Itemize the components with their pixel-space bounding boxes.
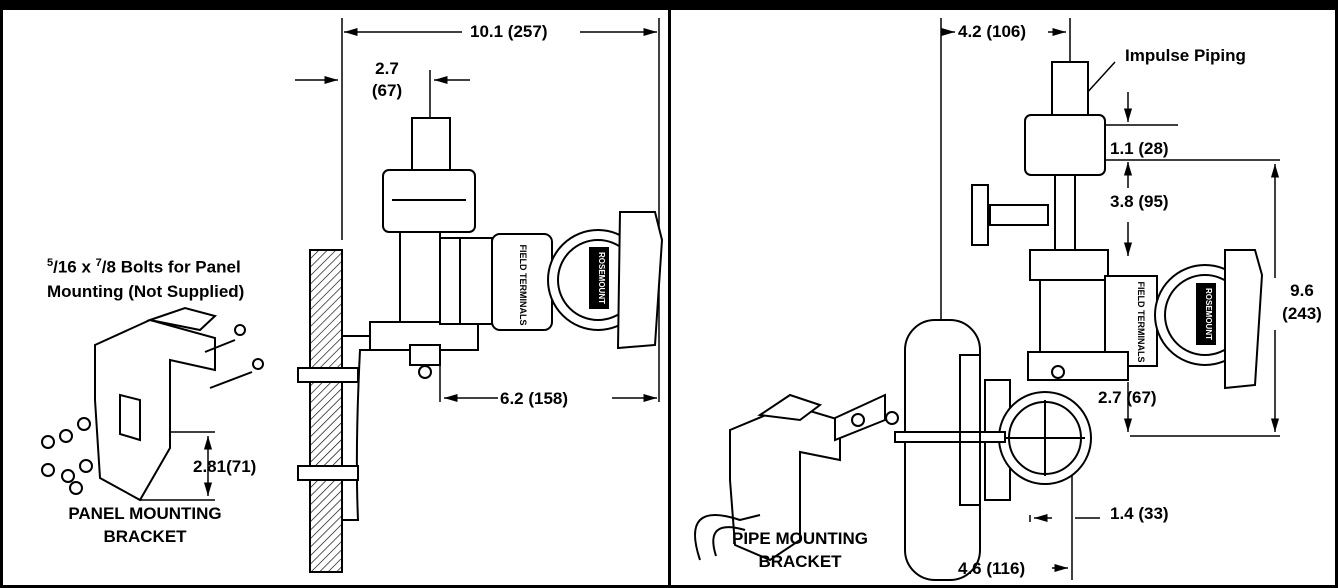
dim-pipe-radius: 1.4 (33)	[1110, 504, 1169, 523]
left-field-terminals-label: FIELD TERMINALS	[518, 245, 528, 326]
dim-right-top: 4.2 (106)	[958, 22, 1027, 41]
dim-flange: 1.1 (28)	[1110, 139, 1169, 158]
dim-right-bottom: 4.6 (116)	[958, 559, 1026, 578]
dim-offset-top: 2.7	[375, 59, 399, 78]
left-dimension-lines	[140, 18, 660, 501]
right-field-terminals-label: FIELD TERMINALS	[1136, 282, 1146, 363]
bolts-text-2: /8 Bolts for Panel	[101, 257, 241, 277]
dim-manifold: 3.8 (95)	[1110, 192, 1169, 211]
pipe-bracket-title-line1: PIPE MOUNTING	[731, 529, 868, 548]
dim-pipe-offset: 2.7 (67)	[1098, 388, 1157, 407]
panel-bracket-title-line1: PANEL MOUNTING	[68, 504, 222, 523]
panel-divider	[668, 0, 671, 588]
dim-height-mm: (243)	[1282, 304, 1322, 323]
bolts-numerator-1: 5	[47, 257, 54, 269]
dim-bracket-depth: 6.2 (158)	[500, 389, 569, 408]
panel-bracket-title-line2: BRACKET	[103, 527, 187, 546]
dim-bracket-height: 2.81(71)	[193, 457, 257, 476]
panel-mount-transmitter: FIELD TERMINALS ROSEMOUNT	[297, 117, 664, 573]
dim-offset-top-mm: (67)	[371, 81, 403, 100]
panel-mounting-bracket-part	[41, 306, 264, 502]
impulse-piping-label: Impulse Piping	[1125, 46, 1246, 65]
bolts-text-1: /16 x	[53, 257, 96, 277]
dim-overall-width: 10.1 (257)	[470, 22, 548, 41]
right-brand-label: ROSEMOUNT	[1204, 288, 1213, 340]
left-brand-label: ROSEMOUNT	[597, 252, 606, 304]
bolts-label-line2: Mounting (Not Supplied)	[47, 282, 245, 301]
dim-height: 9.6	[1290, 281, 1314, 300]
pipe-bracket-title-line2: BRACKET	[758, 552, 842, 571]
bolts-label-line1: 5/16 x 7/8 Bolts for Panel	[47, 258, 241, 276]
pipe-mount-transmitter: FIELD TERMINALS ROSEMOUNT	[894, 61, 1264, 581]
pipe-mounting-bracket-part	[694, 393, 899, 562]
bolts-numerator-2: 7	[95, 257, 102, 269]
